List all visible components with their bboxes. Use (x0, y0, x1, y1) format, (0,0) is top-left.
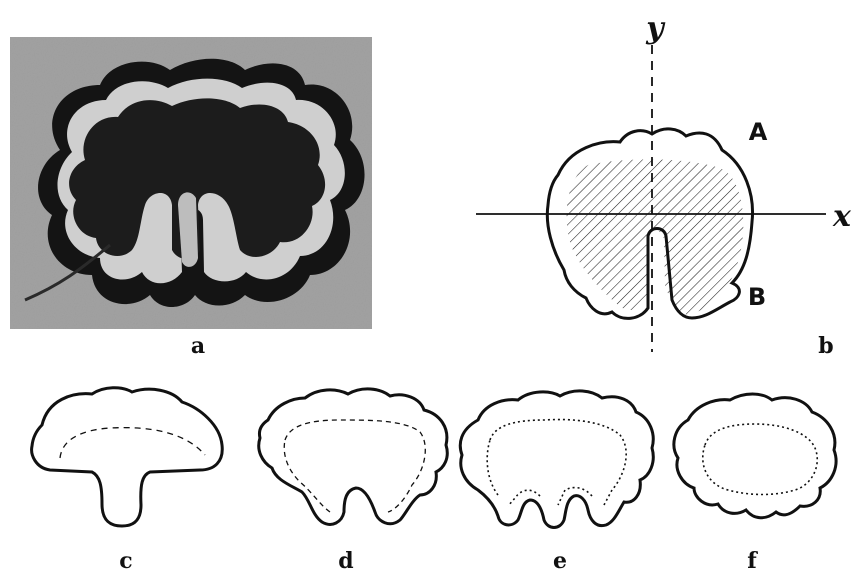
outline-c-inner (60, 428, 205, 458)
outline-f-inner (703, 424, 817, 495)
panel-label-e: e (553, 548, 567, 574)
panel-label-a: a (191, 333, 205, 359)
hatched-region (567, 159, 744, 315)
point-label-a: A (749, 118, 768, 146)
outline-f (674, 394, 836, 518)
outline-f-outer (674, 394, 836, 518)
point-label-b: B (748, 283, 766, 311)
panel-b-schematic (476, 45, 826, 352)
outline-e (460, 391, 653, 528)
panel-label-d: d (338, 548, 353, 574)
outline-d-outer (259, 389, 448, 524)
panel-label-f: f (747, 548, 758, 574)
outline-d (259, 389, 448, 524)
outline-e-outer (460, 391, 653, 528)
y-axis-label: y (645, 11, 666, 46)
x-axis-label: x (832, 199, 852, 234)
panel-a-photo (10, 37, 372, 329)
panel-label-b: b (818, 333, 833, 359)
panel-label-c: c (119, 548, 132, 574)
outline-e-inner (487, 420, 626, 506)
outline-c (32, 388, 223, 526)
